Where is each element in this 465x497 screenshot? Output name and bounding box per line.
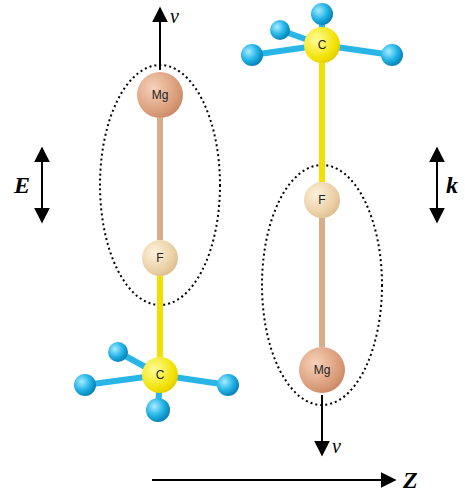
atom-symbol: C bbox=[156, 368, 165, 382]
fluorine-atom: F bbox=[142, 240, 178, 276]
chemical-bond bbox=[157, 276, 163, 357]
chemical-bond bbox=[157, 118, 163, 240]
field-label: E bbox=[14, 173, 30, 197]
fluorine-atom: F bbox=[304, 182, 340, 218]
carbon-atom: C bbox=[304, 27, 340, 63]
chemical-bond bbox=[319, 63, 325, 182]
atom-symbol: F bbox=[156, 251, 163, 265]
wavevector-arrow bbox=[436, 148, 438, 222]
chemical-bond bbox=[319, 218, 325, 347]
magnesium-atom: Mg bbox=[137, 72, 183, 118]
atom-symbol: Mg bbox=[152, 88, 169, 102]
velocity-label: v bbox=[170, 6, 179, 26]
methyl-group bbox=[74, 342, 239, 422]
atom-symbol: C bbox=[318, 38, 327, 52]
velocity-arrow bbox=[159, 8, 161, 70]
atom-symbol: F bbox=[318, 193, 325, 207]
axis-label: Z bbox=[403, 468, 418, 492]
velocity-label: v bbox=[332, 436, 341, 456]
z-axis-arrow bbox=[152, 479, 395, 481]
methyl-group bbox=[241, 3, 403, 66]
velocity-arrow bbox=[321, 395, 323, 455]
wavevector-label: k bbox=[446, 173, 458, 197]
atom-symbol: Mg bbox=[314, 363, 331, 377]
dotted-ellipse bbox=[262, 165, 382, 405]
carbon-atom: C bbox=[142, 357, 178, 393]
dotted-ellipse bbox=[100, 65, 220, 305]
magnesium-atom: Mg bbox=[299, 347, 345, 393]
field-arrow bbox=[41, 148, 43, 222]
